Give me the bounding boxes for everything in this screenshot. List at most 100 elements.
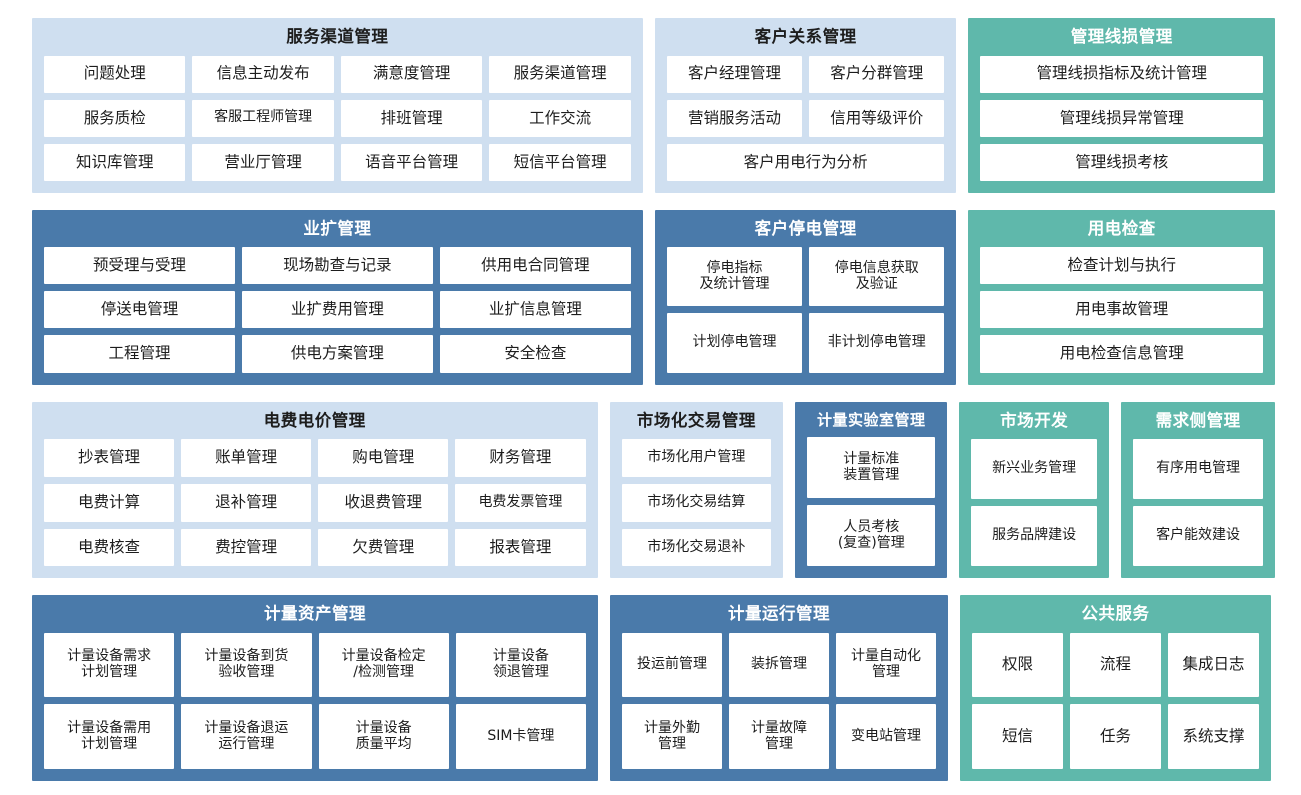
module-cell[interactable]: 费控管理	[181, 528, 312, 567]
module-cell[interactable]: 任务	[1070, 704, 1161, 769]
module-cell[interactable]: 问题处理	[44, 55, 186, 93]
panel-grid: 预受理与受理 现场勘查与记录 供用电合同管理 停送电管理 业扩费用管理 业扩信息…	[44, 247, 631, 373]
grid-row: 抄表管理 账单管理 购电管理 财务管理	[44, 439, 586, 477]
module-cell[interactable]: 用电检查信息管理	[980, 335, 1263, 373]
module-cell[interactable]: 购电管理	[318, 439, 449, 477]
module-cell[interactable]: 业扩信息管理	[439, 291, 631, 329]
grid-row: 营销服务活动 信用等级评价	[666, 99, 945, 137]
module-cell[interactable]: 计量自动化 管理	[836, 632, 936, 698]
module-cell[interactable]: 供用电合同管理	[439, 247, 631, 285]
module-cell[interactable]: 集成日志	[1168, 632, 1259, 698]
module-cell[interactable]: 流程	[1070, 632, 1161, 698]
panel-title: 计量实验室管理	[817, 410, 926, 429]
panel-row-2: 业扩管理 预受理与受理 现场勘查与记录 供用电合同管理 停送电管理 业扩费用管理…	[32, 209, 1275, 385]
module-cell[interactable]: 非计划停电管理	[809, 313, 945, 373]
module-cell[interactable]: 现场勘查与记录	[241, 247, 433, 285]
module-cell[interactable]: 投运前管理	[622, 632, 722, 698]
module-cell[interactable]: 计划停电管理	[666, 313, 803, 373]
grid-row: 计量外勤 管理 计量故障 管理 变电站管理	[622, 704, 936, 769]
module-cell[interactable]: 语音平台管理	[340, 143, 483, 181]
module-cell[interactable]: 财务管理	[455, 439, 586, 477]
module-cell[interactable]: 客户分群管理	[809, 55, 945, 93]
panel-grid: 市场化用户管理 市场化交易结算 市场化交易退补	[621, 439, 772, 567]
module-cell[interactable]: 服务渠道管理	[489, 55, 631, 93]
module-cell[interactable]: 管理线损异常管理	[980, 99, 1263, 137]
panel-row-3: 电费电价管理 抄表管理 账单管理 购电管理 财务管理 电费计算 退补管理 收退费…	[32, 401, 1275, 579]
panel-grid: 有序用电管理 客户能效建设	[1133, 439, 1263, 567]
module-cell[interactable]: 管理线损考核	[980, 143, 1263, 181]
module-cell[interactable]: 客服工程师管理	[192, 99, 334, 137]
module-cell[interactable]: 计量故障 管理	[729, 704, 829, 769]
module-cell[interactable]: 计量设备需求 计划管理	[44, 632, 175, 698]
panel-title: 用电检查	[1087, 218, 1156, 238]
module-cell[interactable]: 退补管理	[181, 483, 312, 522]
module-cell[interactable]: 停电信息获取 及验证	[809, 247, 945, 307]
module-cell[interactable]: 信息主动发布	[192, 55, 334, 93]
module-cell[interactable]: 人员考核 (复查)管理	[807, 505, 936, 567]
module-cell[interactable]: 欠费管理	[318, 528, 449, 567]
module-cell[interactable]: 账单管理	[181, 439, 312, 477]
module-cell[interactable]: 计量设备 领退管理	[455, 632, 586, 698]
module-cell[interactable]: 市场化交易退补	[621, 528, 772, 567]
module-cell[interactable]: 供电方案管理	[241, 335, 433, 373]
module-cell[interactable]: 工程管理	[44, 335, 235, 373]
panel-row-1: 服务渠道管理 问题处理 信息主动发布 满意度管理 服务渠道管理 服务质检 客服工…	[32, 18, 1275, 193]
panel-electricity-fee-price-management: 电费电价管理 抄表管理 账单管理 购电管理 财务管理 电费计算 退补管理 收退费…	[32, 401, 598, 579]
module-cell[interactable]: 收退费管理	[318, 483, 449, 522]
panel-grid: 问题处理 信息主动发布 满意度管理 服务渠道管理 服务质检 客服工程师管理 排班…	[44, 55, 631, 181]
module-cell[interactable]: 工作交流	[489, 99, 631, 137]
module-cell[interactable]: 客户用电行为分析	[666, 143, 945, 181]
grid-row: 权限 流程 集成日志	[972, 632, 1259, 698]
module-cell[interactable]: 计量设备到货 验收管理	[181, 632, 312, 698]
module-cell[interactable]: 计量标准 装置管理	[807, 437, 936, 499]
module-cell[interactable]: 短信平台管理	[489, 143, 631, 181]
module-cell[interactable]: 停送电管理	[44, 291, 235, 329]
module-cell[interactable]: 计量设备退运 运行管理	[181, 704, 312, 769]
module-cell[interactable]: 客户能效建设	[1133, 506, 1263, 567]
module-cell[interactable]: 知识库管理	[44, 143, 186, 181]
module-cell[interactable]: 计量外勤 管理	[622, 704, 722, 769]
panel-service-channel-management: 服务渠道管理 问题处理 信息主动发布 满意度管理 服务渠道管理 服务质检 客服工…	[32, 18, 643, 193]
module-cell[interactable]: 电费计算	[44, 483, 175, 522]
module-cell[interactable]: 报表管理	[455, 528, 586, 567]
module-cell[interactable]: 短信	[972, 704, 1063, 769]
module-cell[interactable]: 电费核查	[44, 528, 175, 567]
module-cell[interactable]: 用电事故管理	[980, 291, 1263, 329]
module-cell[interactable]: 安全检查	[439, 335, 631, 373]
module-cell[interactable]: 营销服务活动	[666, 99, 803, 137]
grid-row: 计量设备需求 计划管理 计量设备到货 验收管理 计量设备检定 /检测管理 计量设…	[44, 632, 586, 698]
module-cell[interactable]: 电费发票管理	[455, 483, 586, 522]
module-cell[interactable]: 检查计划与执行	[980, 247, 1263, 285]
module-cell[interactable]: 停电指标 及统计管理	[666, 247, 803, 307]
module-cell[interactable]: 变电站管理	[836, 704, 936, 769]
panel-grid: 客户经理管理 客户分群管理 营销服务活动 信用等级评价 客户用电行为分析	[666, 55, 945, 181]
module-cell[interactable]: 计量设备需用 计划管理	[44, 704, 175, 769]
module-cell[interactable]: 装拆管理	[729, 632, 829, 698]
module-cell[interactable]: 满意度管理	[340, 55, 483, 93]
module-cell[interactable]: SIM卡管理	[455, 704, 586, 769]
module-cell[interactable]: 权限	[972, 632, 1063, 698]
grid-row: 市场化交易退补	[621, 528, 772, 567]
panel-title: 管理线损管理	[1070, 27, 1173, 46]
module-cell[interactable]: 新兴业务管理	[971, 439, 1098, 500]
module-cell[interactable]: 计量设备检定 /检测管理	[318, 632, 449, 698]
panel-title: 客户停电管理	[754, 218, 857, 238]
module-cell[interactable]: 信用等级评价	[809, 99, 945, 137]
module-cell[interactable]: 客户经理管理	[666, 55, 803, 93]
grid-row: 市场化交易结算	[621, 483, 772, 522]
module-cell[interactable]: 市场化交易结算	[621, 483, 772, 522]
module-cell[interactable]: 有序用电管理	[1133, 439, 1263, 500]
module-cell[interactable]: 管理线损指标及统计管理	[980, 55, 1263, 93]
module-cell[interactable]: 预受理与受理	[44, 247, 235, 285]
module-cell[interactable]: 系统支撑	[1168, 704, 1259, 769]
grid-row: 用电事故管理	[980, 291, 1263, 329]
module-cell[interactable]: 计量设备 质量平均	[318, 704, 449, 769]
module-cell[interactable]: 服务品牌建设	[971, 506, 1098, 567]
module-cell[interactable]: 市场化用户管理	[621, 439, 772, 477]
module-cell[interactable]: 服务质检	[44, 99, 186, 137]
module-cell[interactable]: 营业厅管理	[192, 143, 334, 181]
module-cell[interactable]: 业扩费用管理	[241, 291, 433, 329]
panel-title: 业扩管理	[303, 218, 372, 238]
module-cell[interactable]: 排班管理	[340, 99, 483, 137]
module-cell[interactable]: 抄表管理	[44, 439, 175, 477]
